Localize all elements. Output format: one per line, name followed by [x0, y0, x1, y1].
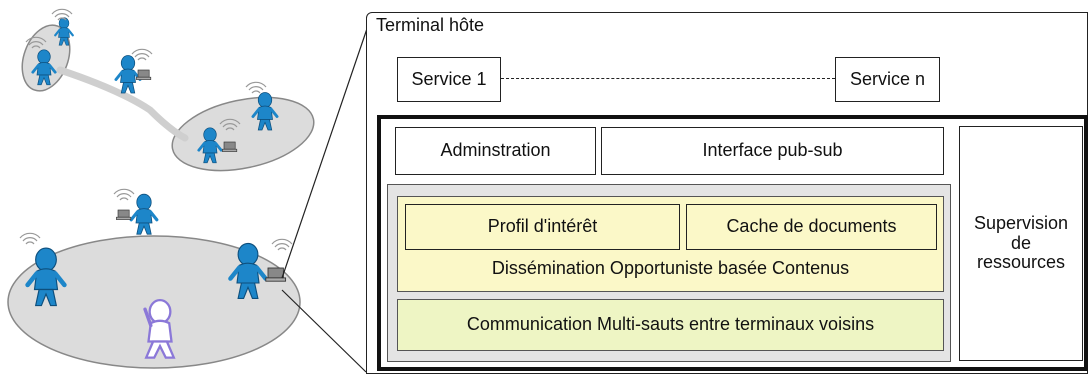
wifi-signal-icon: [51, 8, 73, 21]
services-dashed-connector: [501, 78, 835, 79]
interest-profile-box: Profil d'intérêt: [405, 204, 680, 250]
document-cache-box: Cache de documents: [686, 204, 937, 250]
wifi-signal-icon: [271, 238, 293, 251]
mobile-user-icon: [129, 192, 159, 236]
zoom-line-top: [281, 13, 373, 279]
zoom-line-bottom: [281, 289, 367, 373]
laptop-icon: [136, 69, 152, 80]
wifi-signal-icon: [113, 188, 135, 201]
mobile-user-icon: [114, 54, 142, 95]
terminal-title: Terminal hôte: [376, 15, 485, 35]
mobile-user-icon: [143, 298, 176, 359]
wifi-signal-icon: [245, 81, 267, 94]
laptop-icon: [222, 141, 238, 152]
pubsub-interface-box: Interface pub-sub: [601, 127, 944, 175]
service-first-box: Service 1: [397, 57, 501, 102]
mobility-trail: [56, 66, 189, 142]
resource-supervision-box: Supervision de ressources: [959, 126, 1083, 361]
service-last-box: Service n: [835, 57, 940, 102]
administration-box: Adminstration: [395, 127, 596, 175]
wifi-signal-icon: [131, 48, 153, 61]
network-zone-medium: [171, 96, 315, 172]
dissemination-label: Dissémination Opportuniste basée Contenu…: [491, 258, 850, 278]
laptop-icon: [116, 209, 132, 220]
wifi-signal-icon: [19, 232, 41, 245]
multihop-communication-box: Communication Multi-sauts entre terminau…: [397, 299, 944, 351]
